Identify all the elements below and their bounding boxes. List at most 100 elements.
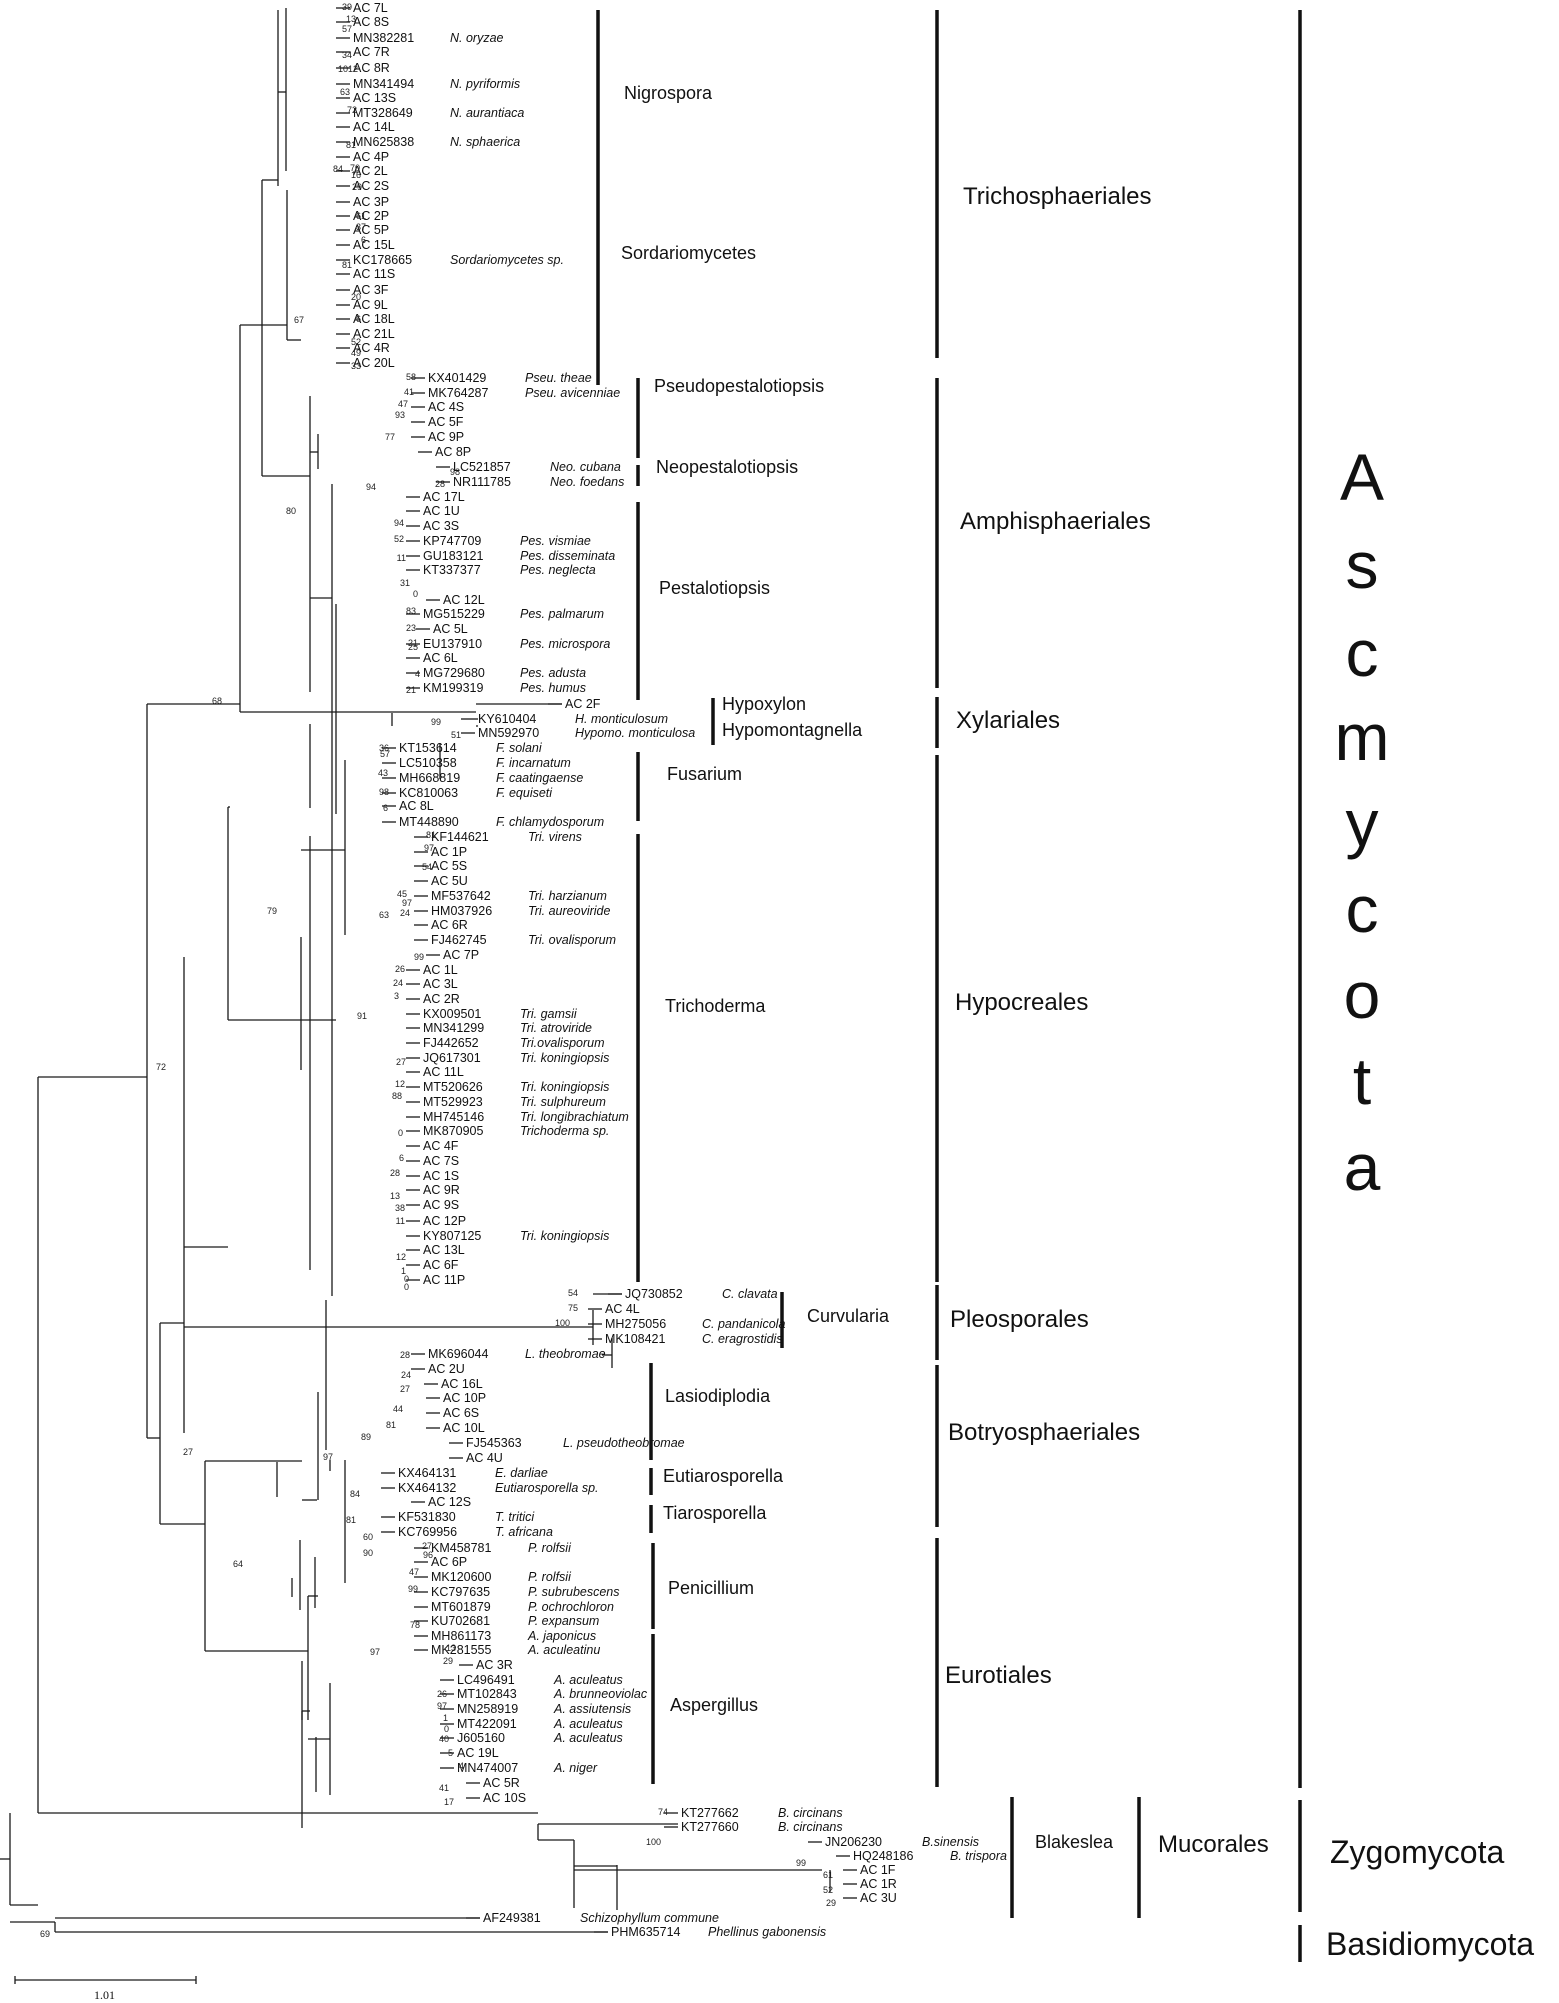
- leaf-id: AC 8L: [399, 799, 434, 813]
- genus-label: Aspergillus: [670, 1695, 758, 1715]
- ascomycota-letter: s: [1346, 528, 1379, 602]
- leaf-id: KX401429: [428, 371, 486, 385]
- leaf-id: MH668819: [399, 771, 460, 785]
- genus-label: Sordariomycetes: [621, 243, 756, 263]
- leaf-id: MH861173: [431, 1629, 491, 1643]
- leaf-id: AC 10L: [443, 1421, 485, 1435]
- bootstrap-value: 24: [393, 978, 403, 988]
- leaf-id: MT448890: [399, 815, 459, 829]
- clade-bars: [596, 10, 1302, 1962]
- basidiomycota-label: Basidiomycota: [1326, 1926, 1534, 1962]
- leaf-id: AC 6P: [431, 1555, 467, 1569]
- bootstrap-value: 57: [380, 749, 390, 759]
- bootstrap-value: 41: [439, 1783, 449, 1793]
- bootstrap-value: 40: [439, 1734, 449, 1744]
- bootstrap-value: 99: [414, 952, 424, 962]
- leaf-id: KP747709: [423, 534, 481, 548]
- leaf-id: MN341299: [423, 1021, 484, 1035]
- leaf-species: A. aculeatus: [553, 1673, 623, 1687]
- leaf-id: AC 2L: [353, 164, 388, 178]
- leaf-id: MT529923: [423, 1095, 483, 1109]
- leaf-species: Phellinus gabonensis: [708, 1925, 826, 1939]
- bootstrap-value: 29: [352, 182, 362, 192]
- leaf-species: B. trispora: [950, 1849, 1007, 1863]
- leaf-id: MT601879: [431, 1600, 491, 1614]
- leaf-id: AC 5R: [483, 1776, 520, 1790]
- leaf-species: T. africana: [495, 1525, 553, 1539]
- bootstrap-value: 97: [437, 1701, 447, 1711]
- bootstrap-value: 99: [796, 1858, 806, 1868]
- leaf-id: JN206230: [825, 1835, 882, 1849]
- leaf-species: P. rolfsii: [528, 1570, 572, 1584]
- bootstrap-value: 24: [401, 1370, 411, 1380]
- leaf-id: AC 1F: [860, 1863, 896, 1877]
- leaf-id: AC 12L: [443, 593, 485, 607]
- genus-label: Curvularia: [807, 1306, 890, 1326]
- bootstrap-value: 12: [396, 1252, 406, 1262]
- leaf-id: AC 3F: [353, 283, 389, 297]
- leaf-id: GU183121: [423, 549, 484, 563]
- bootstrap-value: 89: [361, 1432, 371, 1442]
- ascomycota-letter: a: [1344, 1130, 1381, 1204]
- genus-label: Hypomontagnella: [722, 720, 863, 740]
- leaf-id: JQ617301: [423, 1051, 481, 1065]
- leaf-id: AC 11L: [423, 1065, 464, 1079]
- leaf-id: MN592970: [478, 726, 539, 740]
- leaf-species: Pes. humus: [520, 681, 586, 695]
- bootstrap-value: 0: [404, 1274, 409, 1284]
- bootstrap-value: 77: [385, 432, 395, 442]
- leaf-id: AC 4L: [605, 1302, 640, 1316]
- bootstrap-value: 0: [413, 589, 418, 599]
- leaf-id: AC 3P: [353, 195, 389, 209]
- leaf-species: Tri. atroviride: [520, 1021, 592, 1035]
- leaf-id: AC 15L: [353, 238, 395, 252]
- bootstrap-value: 61: [823, 1870, 833, 1880]
- leaf-id: AC 1U: [423, 504, 460, 518]
- leaf-id: AC 9P: [428, 430, 464, 444]
- leaf-id: AC 9R: [423, 1183, 460, 1197]
- bootstrap-value: 38: [395, 1203, 405, 1213]
- leaf-species: Tri. koningiopsis: [520, 1229, 609, 1243]
- bootstrap-value: 97: [323, 1452, 333, 1462]
- bootstrap-value: 80: [286, 506, 296, 516]
- bootstrap-value: 43: [378, 768, 388, 778]
- leaf-id: KT337377: [423, 563, 481, 577]
- leaf-id: AC 9S: [423, 1198, 459, 1212]
- bootstrap-value: 12: [348, 64, 358, 74]
- leaf-id: AC 6R: [431, 918, 468, 932]
- bootstrap-value: 74: [658, 1807, 668, 1817]
- bootstrap-value: 68: [212, 696, 222, 706]
- leaf-species: Tri. sulphureum: [520, 1095, 606, 1109]
- leaf-species: Pes. vismiae: [520, 534, 591, 548]
- leaf-species: Tri. ovalisporum: [528, 933, 616, 947]
- leaf-id: AC 13L: [423, 1243, 465, 1257]
- leaf-id: KM458781: [431, 1541, 492, 1555]
- leaf-id: MK108421: [605, 1332, 666, 1346]
- leaf-species: A. japonicus: [527, 1629, 596, 1643]
- order-label: Botryosphaeriales: [948, 1419, 1140, 1446]
- bootstrap-value: 94: [366, 482, 376, 492]
- leaf-id: MN474007: [457, 1761, 518, 1775]
- leaf-id: AC 1P: [431, 845, 467, 859]
- leaf-species: Tri.ovalisporum: [520, 1036, 605, 1050]
- leaf-id: AC 1L: [423, 963, 458, 977]
- bootstrap-value: 17: [444, 1797, 454, 1807]
- bootstrap-value: 99: [408, 1584, 418, 1594]
- order-label: Pleosporales: [950, 1306, 1089, 1333]
- leaf-id: AC 5S: [431, 859, 467, 873]
- bootstrap-value: 29: [826, 1898, 836, 1908]
- leaf-species: N. oryzae: [450, 31, 504, 45]
- leaf-species: Tri. longibrachiatum: [520, 1110, 629, 1124]
- bootstrap-value: 28: [390, 1168, 400, 1178]
- leaf-id: AC 3S: [423, 519, 459, 533]
- leaf-species: Trichoderma sp.: [520, 1124, 609, 1138]
- bootstrap-value: 27: [183, 1447, 193, 1457]
- leaf-id: AC 7L: [353, 1, 388, 15]
- ascomycota-letter: A: [1340, 440, 1384, 514]
- leaf-id: KC797635: [431, 1585, 490, 1599]
- bootstrap-value: 13: [390, 1191, 400, 1201]
- zygomycota-label: Zygomycota: [1330, 1834, 1504, 1870]
- leaf-id: MT328649: [353, 106, 413, 120]
- leaf-id: KX464132: [398, 1481, 456, 1495]
